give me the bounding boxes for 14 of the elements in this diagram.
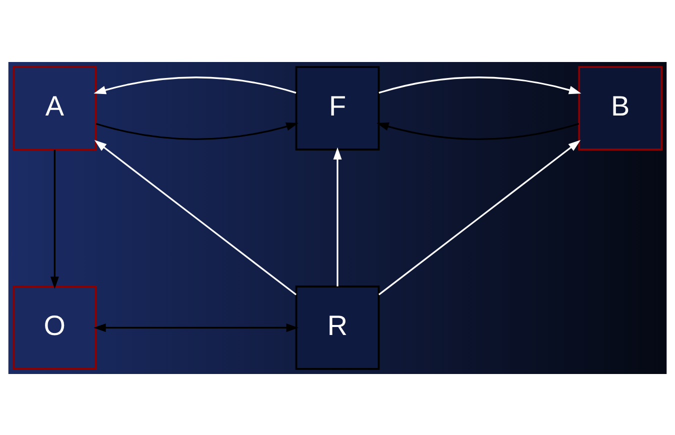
node-box: O [12, 285, 97, 370]
arrow [376, 122, 580, 140]
arrow [94, 76, 296, 94]
arrow [50, 149, 59, 288]
arrow [94, 322, 299, 332]
arrow [333, 146, 342, 286]
arrow [378, 140, 581, 295]
node-box: A [12, 66, 97, 150]
arrow [94, 140, 297, 295]
node-box: F [295, 66, 380, 150]
node-box: R [295, 285, 380, 370]
arrow [96, 122, 298, 140]
node-box: B [578, 66, 662, 150]
arrow [378, 76, 582, 94]
